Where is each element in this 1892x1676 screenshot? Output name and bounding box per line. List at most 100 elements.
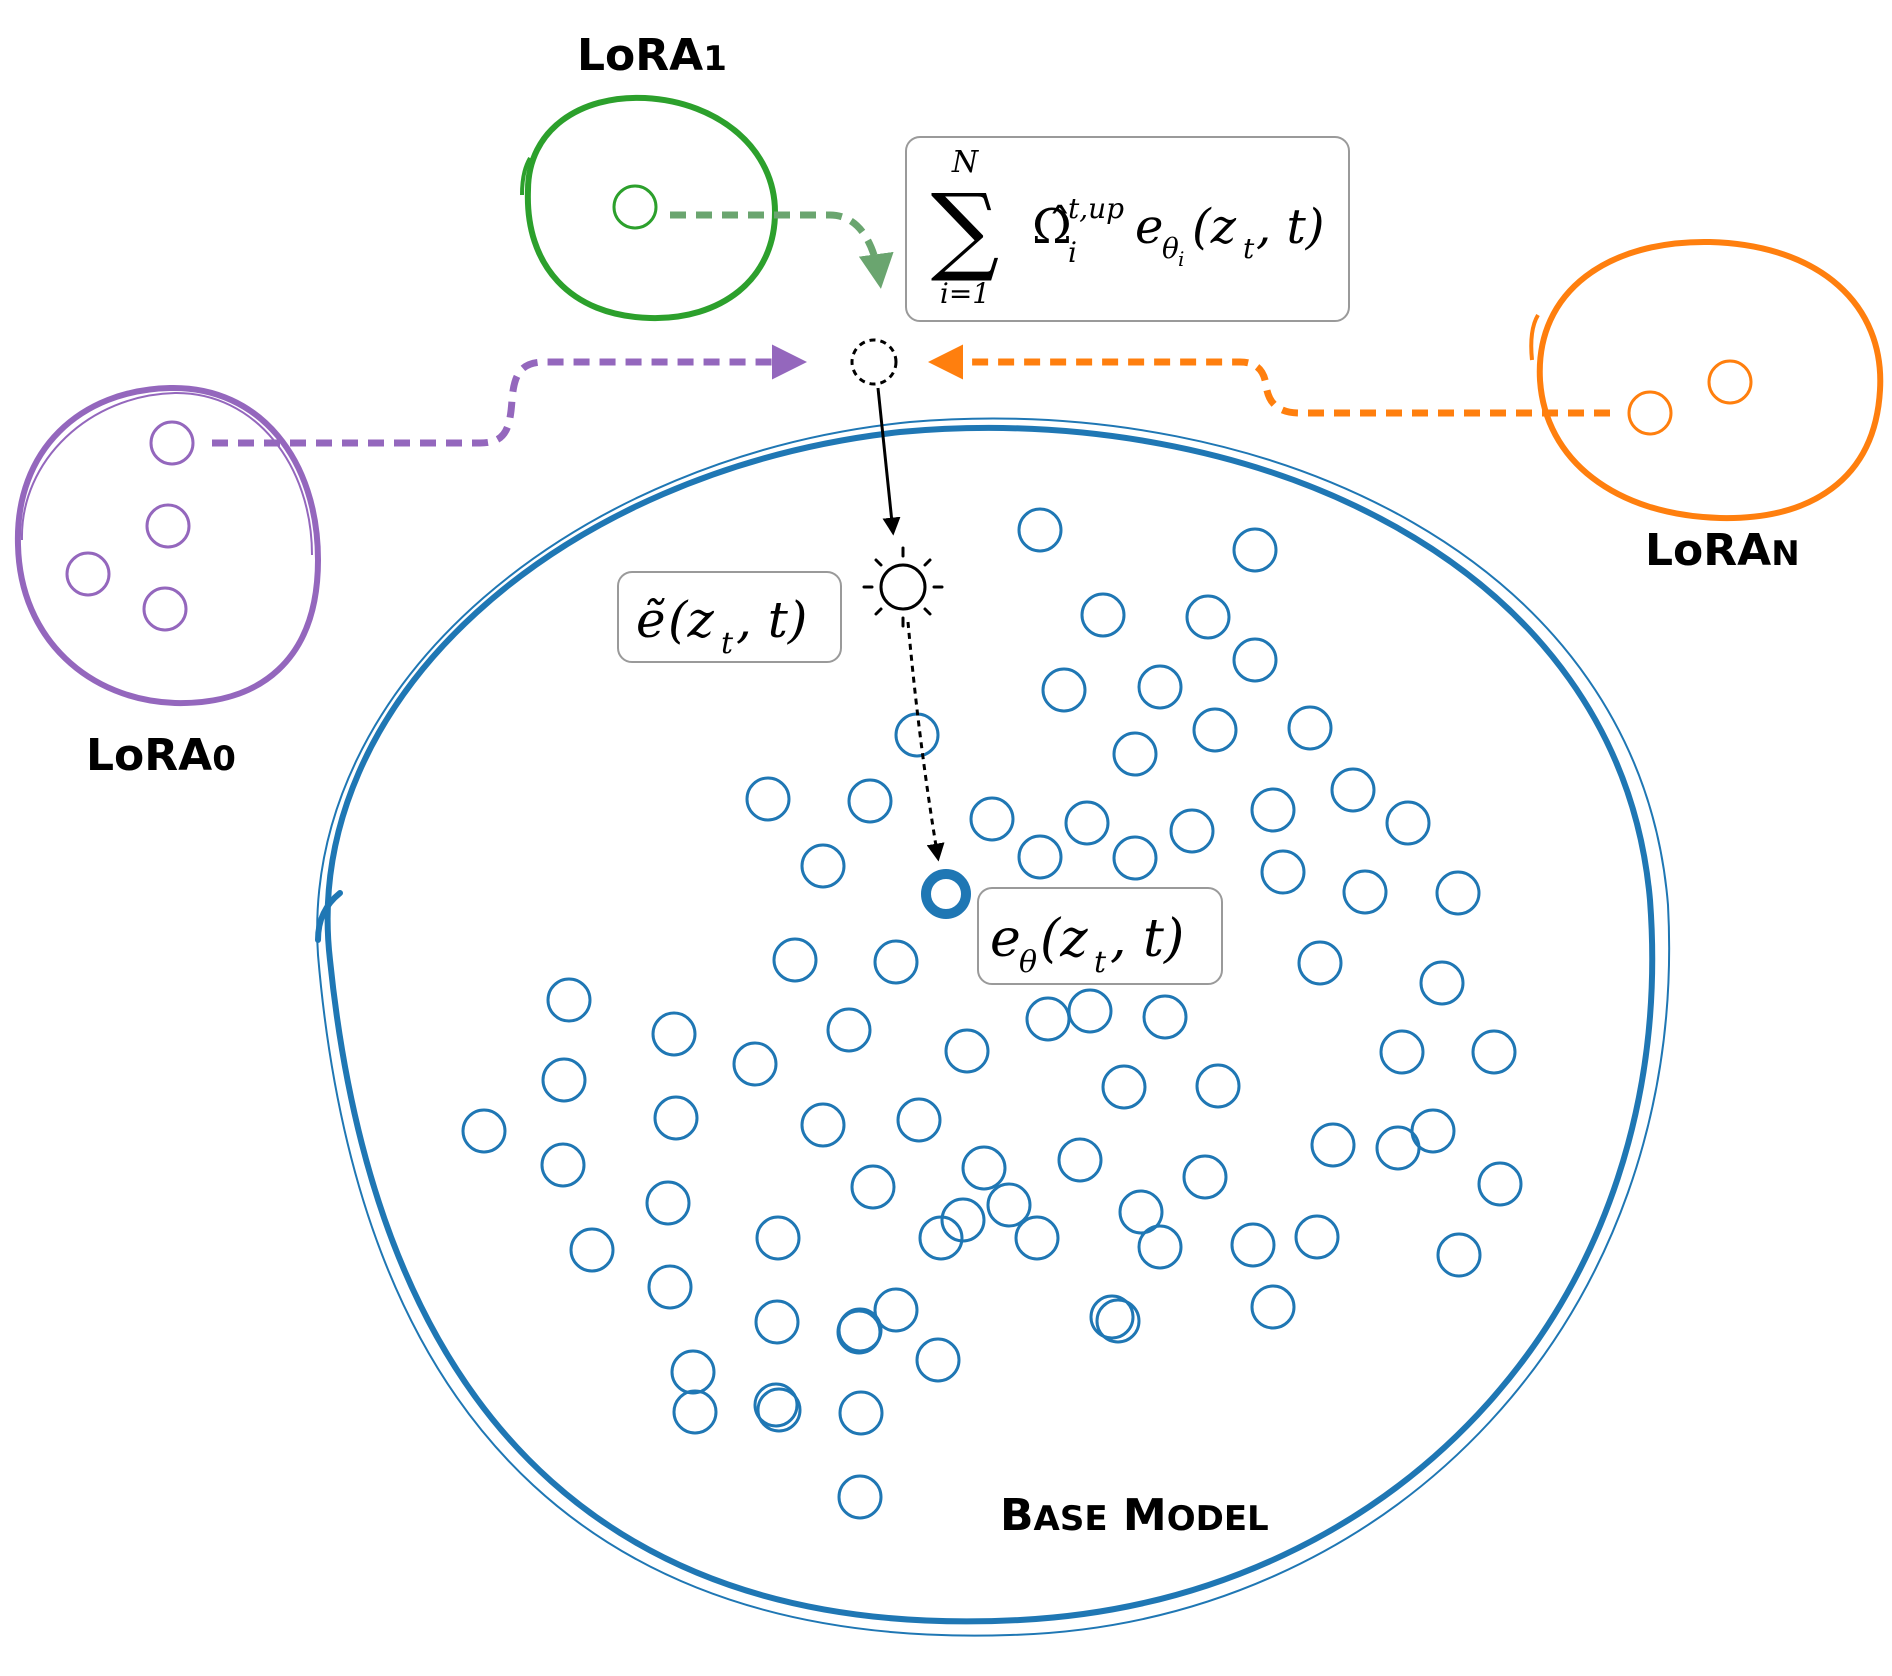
base-point bbox=[1112, 835, 1158, 881]
base-args-open: (z bbox=[1040, 909, 1088, 969]
base-point bbox=[1118, 1189, 1164, 1235]
base-point bbox=[1436, 1232, 1482, 1278]
base-point bbox=[1169, 808, 1215, 854]
base-point bbox=[1260, 849, 1306, 895]
base-point bbox=[1230, 1222, 1276, 1268]
composed-args-sub: t bbox=[721, 626, 734, 661]
composed-args-close: , t) bbox=[736, 591, 807, 649]
lora0-point bbox=[142, 586, 188, 632]
base-point bbox=[772, 937, 818, 983]
sum-lower-limit: i=1 bbox=[940, 277, 990, 310]
loran-point bbox=[1707, 359, 1753, 405]
base-point bbox=[894, 712, 940, 758]
lora0-point bbox=[149, 420, 195, 466]
base-point bbox=[1137, 1224, 1183, 1270]
base-point bbox=[1017, 834, 1063, 880]
base-point bbox=[986, 1182, 1032, 1228]
base-point bbox=[1182, 1154, 1228, 1200]
sum-e-sub: θ bbox=[1162, 232, 1179, 265]
sum-e-sub-sub: i bbox=[1178, 247, 1184, 271]
base-point bbox=[1017, 507, 1063, 553]
base-point bbox=[1379, 1029, 1425, 1075]
base-model-label: BASE MODEL bbox=[1000, 1490, 1269, 1541]
base-point bbox=[940, 1197, 986, 1243]
base-point bbox=[756, 1387, 802, 1433]
base-point bbox=[800, 843, 846, 889]
base-point bbox=[1342, 869, 1388, 915]
base-point bbox=[826, 1007, 872, 1053]
composed-e: ẽ bbox=[636, 591, 666, 649]
base-point bbox=[969, 796, 1015, 842]
base-point bbox=[1250, 1284, 1296, 1330]
base-point bbox=[1232, 527, 1278, 573]
lora1-circle bbox=[520, 94, 779, 322]
base-point bbox=[1471, 1029, 1517, 1075]
base-point bbox=[837, 1474, 883, 1520]
lora0-arrow bbox=[212, 344, 807, 447]
base-point bbox=[753, 1382, 799, 1428]
loran-arrow bbox=[928, 344, 1610, 417]
base-point bbox=[873, 939, 919, 985]
base-point bbox=[1192, 707, 1238, 753]
base-point bbox=[1330, 767, 1376, 813]
base-point bbox=[672, 1389, 718, 1435]
base-point bbox=[1064, 800, 1110, 846]
base-point bbox=[1137, 664, 1183, 710]
base-point bbox=[541, 1057, 587, 1103]
base-point bbox=[1419, 960, 1465, 1006]
base-point bbox=[1185, 594, 1231, 640]
base-point bbox=[546, 977, 592, 1023]
base-point bbox=[1250, 787, 1296, 833]
base-point bbox=[1287, 705, 1333, 751]
base-point bbox=[896, 1097, 942, 1143]
sum-sigma: ∑ bbox=[931, 173, 1000, 285]
base-point bbox=[651, 1011, 697, 1057]
base-point bbox=[1142, 994, 1188, 1040]
base-args-close: , t) bbox=[1110, 909, 1184, 969]
base-point bbox=[461, 1108, 507, 1154]
lora0-point bbox=[65, 551, 111, 597]
base-point bbox=[1232, 637, 1278, 683]
base-point bbox=[1089, 1294, 1135, 1340]
sum-upper-limit: N bbox=[951, 145, 980, 180]
composed-formula-box: ẽ (z t , t) bbox=[617, 571, 842, 663]
base-point bbox=[1025, 996, 1071, 1042]
composed-args-open: (z bbox=[668, 591, 715, 649]
base-point bbox=[873, 1287, 919, 1333]
base-point bbox=[732, 1041, 778, 1087]
base-point bbox=[1095, 1298, 1141, 1344]
base-point bbox=[1057, 1137, 1103, 1183]
base-point bbox=[645, 1180, 691, 1226]
lora0-label: LoRA0 bbox=[86, 730, 236, 781]
base-point bbox=[1294, 1214, 1340, 1260]
base-point bbox=[1080, 592, 1126, 638]
sum-e: e bbox=[1135, 199, 1163, 255]
base-point bbox=[850, 1164, 896, 1210]
sum-omega-sub: i bbox=[1068, 236, 1077, 269]
base-point bbox=[569, 1227, 615, 1273]
lora0-circle bbox=[14, 384, 322, 707]
base-point bbox=[653, 1095, 699, 1141]
composition-point bbox=[850, 338, 898, 386]
base-point bbox=[1195, 1063, 1241, 1109]
base-args-sub: t bbox=[1094, 945, 1107, 980]
composed-prediction-icon bbox=[862, 546, 944, 628]
sum-args-close: , t) bbox=[1256, 199, 1325, 255]
base-point bbox=[1067, 988, 1113, 1034]
base-formula-box: e θ (z t , t) bbox=[977, 887, 1223, 985]
base-point bbox=[800, 1102, 846, 1148]
base-point bbox=[1435, 870, 1481, 916]
base-point bbox=[836, 1309, 882, 1355]
base-point bbox=[1385, 800, 1431, 846]
sum-args-open: (z bbox=[1192, 199, 1237, 255]
base-point bbox=[944, 1028, 990, 1074]
base-model-points bbox=[461, 507, 1523, 1520]
lora1-label: LoRA1 bbox=[577, 30, 727, 81]
composition-arrow bbox=[876, 387, 901, 536]
base-prediction-point bbox=[921, 869, 971, 919]
base-point bbox=[1041, 667, 1087, 713]
sum-formula-box: N ∑ i=1 Ω̂ t,up i e θ i (z t , t) bbox=[905, 136, 1350, 322]
loran-circle bbox=[1529, 238, 1884, 522]
base-point bbox=[745, 776, 791, 822]
